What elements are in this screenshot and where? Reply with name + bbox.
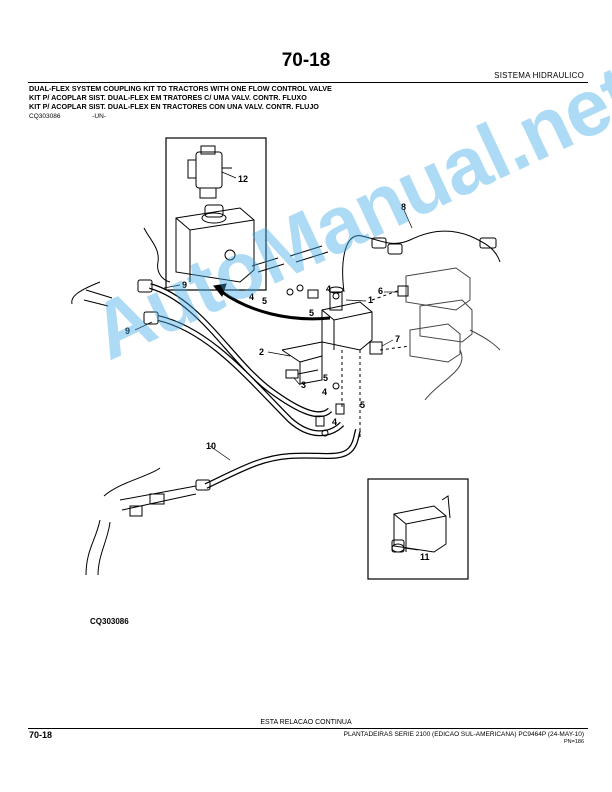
tractor-valve-assembly xyxy=(405,267,501,401)
left-couplers xyxy=(71,279,159,325)
hose-end-couplers-top xyxy=(143,227,340,300)
title-block: DUAL-FLEX SYSTEM COUPLING KIT TO TRACTOR… xyxy=(29,84,332,112)
lower-left-couplers xyxy=(85,467,211,576)
section-name: SISTEMA HIDRAULICO xyxy=(494,71,584,80)
inset-frame-plug xyxy=(367,478,469,580)
continued-notice: ESTA RELACAO CONTINUA xyxy=(260,719,352,726)
footer-page-number: 70-18 xyxy=(29,730,53,740)
page-number: 70-18 xyxy=(281,50,331,71)
callout-8: 8 xyxy=(401,202,406,212)
title-spanish: KIT P/ ACOPLAR SIST. DUAL-FLEX EN TRACTO… xyxy=(29,102,319,112)
callout-5-c: 5 xyxy=(323,373,328,383)
solenoid-coil-part xyxy=(187,145,232,199)
footer-pn: PN=186 xyxy=(563,739,584,745)
reference-code: CQ303086 xyxy=(29,113,61,120)
callout-4-a: 4 xyxy=(249,292,254,302)
callout-6: 6 xyxy=(378,286,383,296)
inset-frame-solenoid xyxy=(165,137,267,291)
callout-12: 12 xyxy=(238,174,248,184)
callout-10: 10 xyxy=(206,441,216,451)
reference-line: CQ303086 -UN- xyxy=(29,113,106,120)
title-english: DUAL-FLEX SYSTEM COUPLING KIT TO TRACTOR… xyxy=(29,84,332,93)
valve-block-inset xyxy=(175,204,255,283)
callout-5-a: 5 xyxy=(262,296,267,306)
mounting-bracket xyxy=(281,341,323,385)
callout-2: 2 xyxy=(259,347,264,357)
callout-5-d: 5 xyxy=(360,400,365,410)
parts-illustration: 12 8 1 6 7 2 3 4 5 4 5 5 4 5 4 9 9 10 11 xyxy=(71,137,501,580)
title-portuguese: KIT P/ ACOPLAR SIST. DUAL-FLEX EM TRATOR… xyxy=(29,93,307,103)
callout-9-a: 9 xyxy=(182,280,187,290)
adapter-part-7 xyxy=(369,341,383,355)
callout-11: 11 xyxy=(420,552,430,562)
callout-9-b: 9 xyxy=(125,326,130,336)
callouts: 12 8 1 6 7 2 3 4 5 4 5 5 4 5 4 9 9 10 11 xyxy=(125,174,430,562)
callout-4-c: 4 xyxy=(322,387,327,397)
header-rule xyxy=(28,82,588,83)
callout-4-b: 4 xyxy=(326,284,331,294)
callout-3: 3 xyxy=(301,380,306,390)
wiring-harness xyxy=(342,230,501,293)
reference-suffix: -UN- xyxy=(92,113,106,120)
callout-1: 1 xyxy=(368,295,373,305)
valve-block-plug-inset xyxy=(391,495,451,553)
callout-5-b: 5 xyxy=(309,308,314,318)
pointer-arrow xyxy=(221,290,331,321)
callout-4-d: 4 xyxy=(332,417,337,427)
callout-7: 7 xyxy=(395,334,400,344)
adapter-part-6 xyxy=(397,285,409,297)
footer-rule xyxy=(28,728,588,729)
figure-id: CQ303086 xyxy=(90,617,129,626)
footer-book-info: PLANTADEIRAS SERIE 2100 (EDICAO SUL-AMER… xyxy=(343,731,584,738)
bolt-part xyxy=(285,369,319,379)
